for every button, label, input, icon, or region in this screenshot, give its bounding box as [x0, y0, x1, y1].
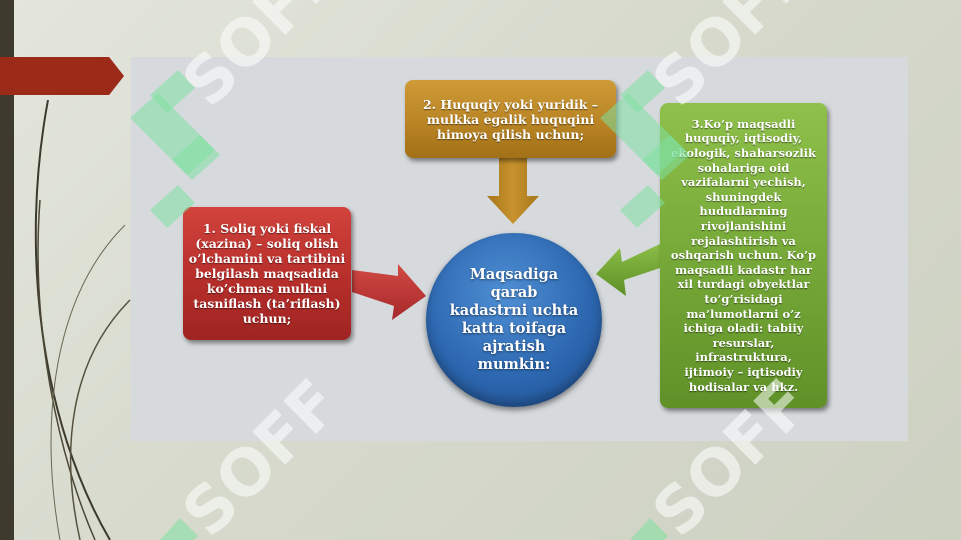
arrow-top-to-center	[487, 158, 539, 224]
center-circle: Maqsadiga qarab kadastrni uchta katta to…	[426, 233, 602, 407]
legal-cadastre-box: 2. Huquqiy yoki yuridik – mulkka egalik …	[405, 80, 616, 158]
multipurpose-cadastre-box: 3.Ko’p maqsadli huquqiy, iqtisodiy, ekol…	[660, 103, 827, 408]
decorative-swoosh-lines	[34, 99, 131, 540]
arrow-right-to-center	[596, 244, 660, 296]
left-border-bar	[0, 0, 14, 540]
fiscal-cadastre-box: 1. Soliq yoki fiskal (xazina) – soliq ol…	[183, 207, 351, 340]
arrow-left-to-center	[352, 264, 426, 320]
red-accent-tab	[0, 57, 124, 95]
